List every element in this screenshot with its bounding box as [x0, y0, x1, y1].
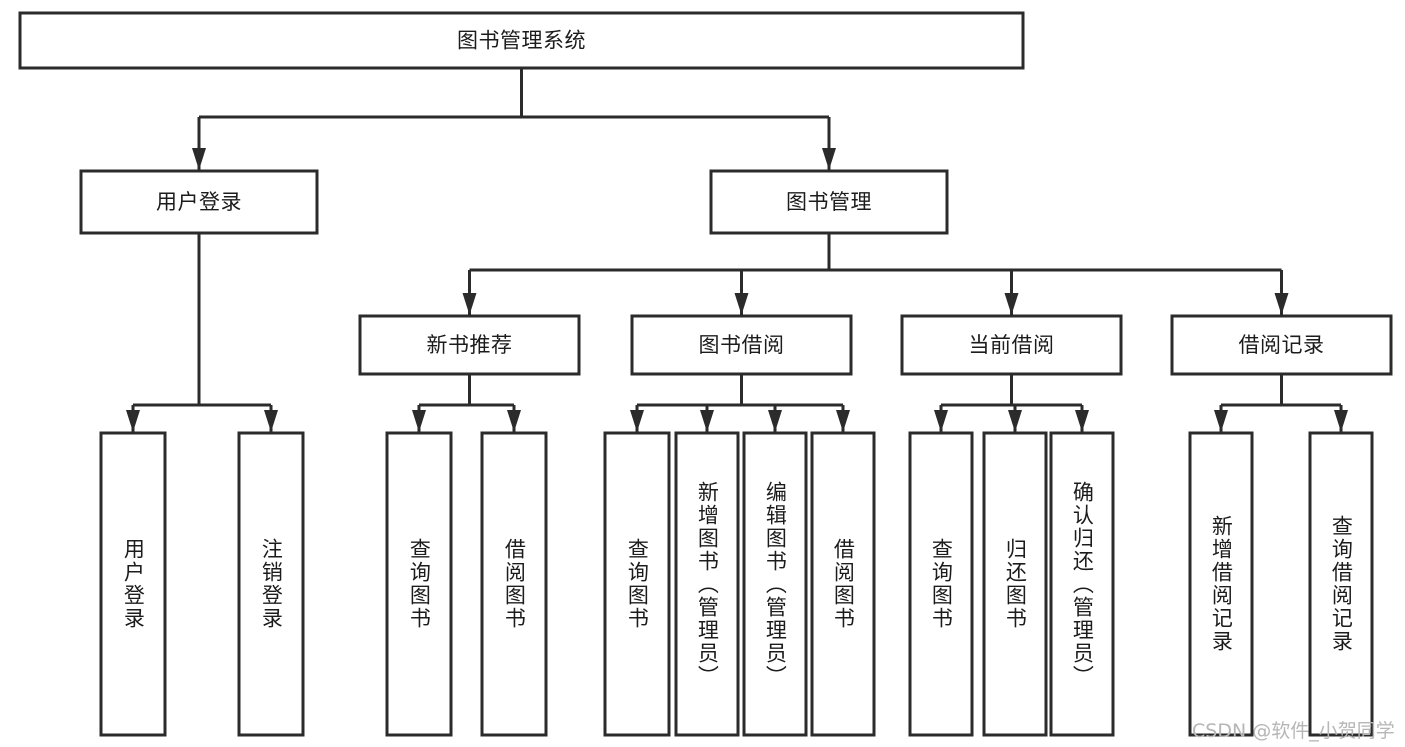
node-box-leaf-user-login[interactable]	[99, 431, 167, 737]
node-box-leaf-add-record[interactable]	[1188, 431, 1254, 737]
book-manage-arrow-2	[1004, 293, 1019, 315]
user-login-arrow-0	[126, 410, 140, 432]
node-label-leaf-add-book: 新增图书（管理员）	[695, 480, 720, 688]
node-label-leaf-return-book: 归还图书	[1003, 538, 1028, 630]
current-borrow-arrow-0	[934, 410, 948, 432]
recommend-arrow-0	[412, 410, 426, 432]
borrow-record-arrow-1	[1334, 410, 1348, 432]
node-box-leaf-user-logout[interactable]	[237, 431, 305, 737]
node-label-borrow-record: 借阅记录	[1239, 333, 1325, 357]
node-box-leaf-confirm-return[interactable]	[1049, 431, 1115, 737]
node-box-leaf-query-book-2[interactable]	[603, 431, 671, 737]
book-borrow-arrow-1	[700, 410, 714, 432]
node-box-leaf-borrow-book-2[interactable]	[810, 431, 876, 737]
book-borrow-arrow-2	[768, 410, 782, 432]
node-box-user-login[interactable]	[79, 169, 319, 235]
node-box-leaf-query-book-3[interactable]	[908, 431, 974, 737]
root-arrow-0	[192, 148, 206, 170]
node-box-leaf-borrow-book-1[interactable]	[480, 431, 548, 737]
node-box-leaf-query-book-1[interactable]	[385, 431, 453, 737]
current-borrow-arrow-1	[1008, 410, 1022, 432]
node-label-new-book-recommend: 新书推荐	[427, 333, 513, 357]
node-box-borrow-record[interactable]	[1170, 314, 1393, 376]
book-borrow-arrow-0	[630, 410, 644, 432]
user-login-arrow-1	[264, 410, 278, 432]
node-label-leaf-borrow-book-1: 借阅图书	[502, 538, 527, 630]
node-label-leaf-user-logout: 注销登录	[259, 538, 284, 630]
node-box-current-borrow[interactable]	[900, 314, 1123, 376]
node-box-leaf-query-record[interactable]	[1308, 431, 1374, 737]
book-borrow-arrow-3	[836, 410, 850, 432]
node-box-leaf-add-book[interactable]	[674, 431, 740, 737]
node-label-leaf-add-record: 新增借阅记录	[1209, 515, 1234, 653]
node-label-leaf-query-book-2: 查询图书	[625, 538, 650, 630]
borrow-record-arrow-0	[1214, 410, 1228, 432]
root-arrow-1	[822, 148, 836, 170]
book-manage-arrow-0	[462, 293, 477, 315]
current-borrow-arrow-2	[1075, 410, 1089, 432]
node-label-leaf-query-record: 查询借阅记录	[1329, 515, 1354, 653]
node-label-leaf-query-book-1: 查询图书	[407, 538, 432, 630]
node-box-book-manage[interactable]	[709, 169, 949, 235]
node-box-root[interactable]	[18, 11, 1025, 70]
node-box-leaf-return-book[interactable]	[982, 431, 1048, 737]
node-box-book-borrow[interactable]	[630, 314, 853, 376]
node-box-leaf-edit-book[interactable]	[742, 431, 808, 737]
node-label-current-borrow: 当前借阅	[969, 333, 1055, 357]
recommend-arrow-1	[507, 410, 521, 432]
node-label-book-manage: 图书管理	[786, 190, 872, 214]
node-label-book-borrow: 图书借阅	[699, 333, 785, 357]
node-label-leaf-confirm-return: 确认归还（管理员）	[1070, 480, 1095, 688]
node-label-user-login: 用户登录	[156, 190, 242, 214]
node-label-leaf-edit-book: 编辑图书（管理员）	[763, 480, 788, 688]
node-label-leaf-borrow-book-2: 借阅图书	[831, 538, 856, 630]
csdn-watermark: CSDN @软件_小贺同学	[1192, 720, 1395, 742]
book-manage-arrow-1	[734, 293, 749, 315]
boxes-layer	[18, 11, 1393, 737]
node-label-leaf-query-book-3: 查询图书	[929, 538, 954, 630]
connectors-layer	[126, 68, 1348, 432]
node-label-leaf-user-login: 用户登录	[121, 538, 146, 630]
node-label-root: 图书管理系统	[457, 29, 586, 53]
node-box-new-book-recommend[interactable]	[358, 314, 581, 376]
book-manage-arrow-3	[1274, 293, 1289, 315]
